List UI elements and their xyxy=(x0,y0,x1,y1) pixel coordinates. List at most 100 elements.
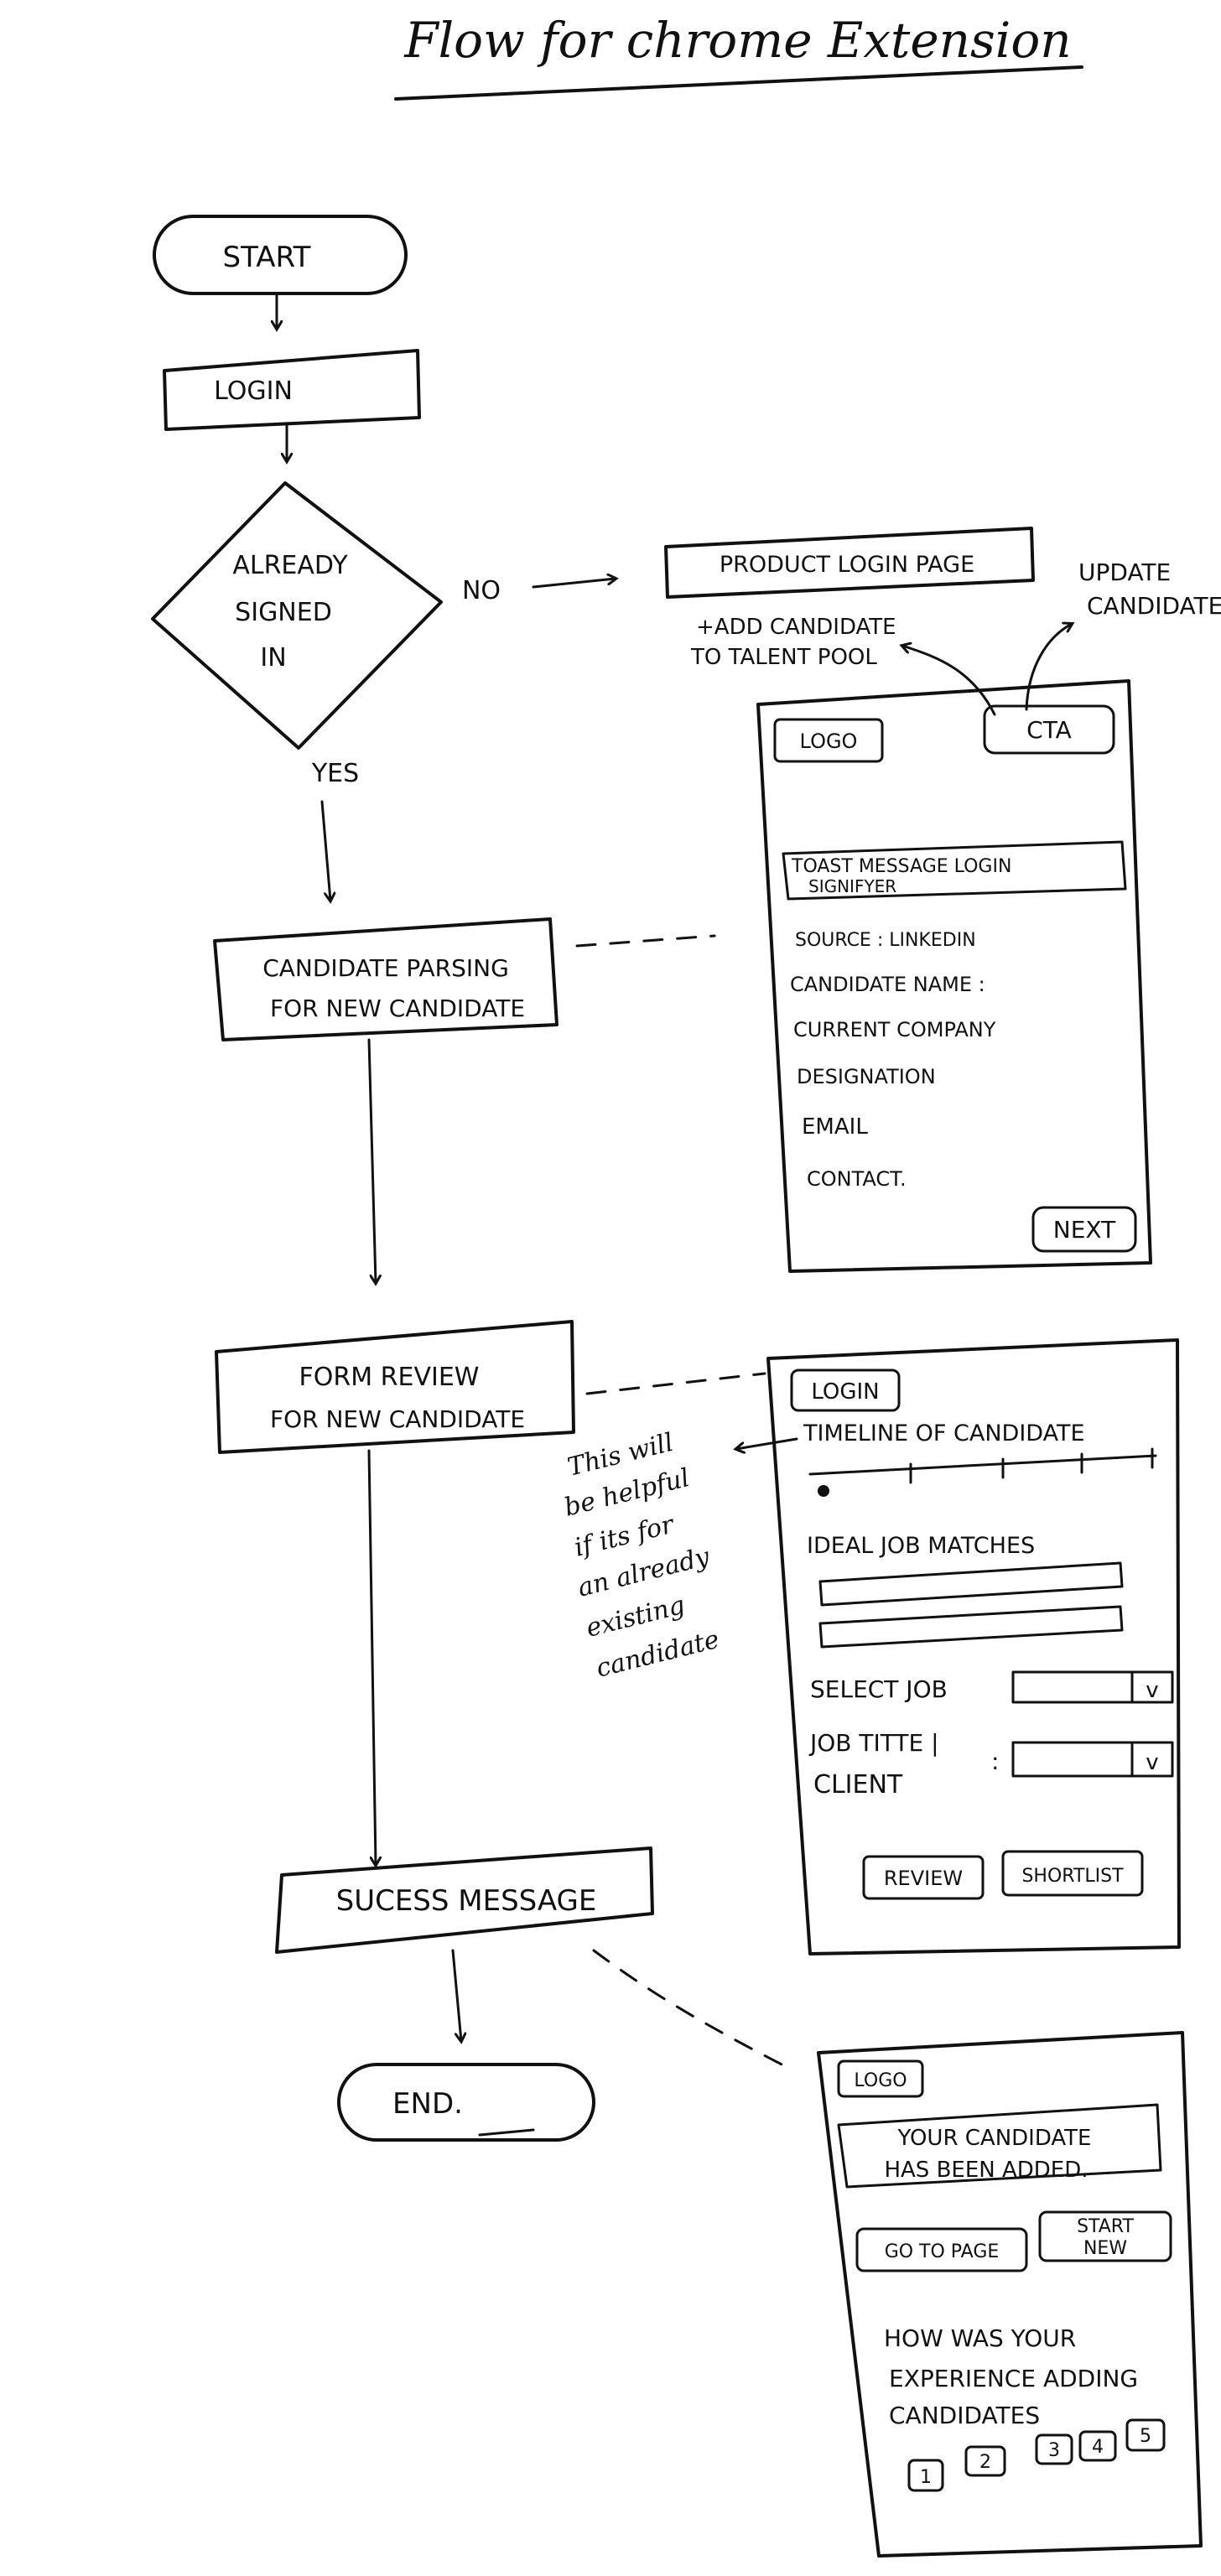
rating-5-button[interactable] xyxy=(1125,2418,1166,2452)
screen2-ideal-job-label: IDEAL JOB MATCHES xyxy=(807,1533,1035,1559)
parsing-line-2: FOR NEW CANDIDATE xyxy=(270,995,525,1022)
screen2-timeline-dot xyxy=(818,1485,829,1497)
add-candidate-annotation-1: +ADD CANDIDATE xyxy=(696,615,896,640)
screen1-toast-line-2: SIGNIFYER xyxy=(808,876,896,896)
form-review-node: FORM REVIEW FOR NEW CANDIDATE xyxy=(215,1320,575,1454)
screen1-field-source: SOURCE : LINKEDIN xyxy=(795,930,976,951)
arrow-no-to-product-login xyxy=(532,579,616,589)
update-candidate-annotation-2: CANDIDATE xyxy=(1087,592,1221,620)
success-message-node: SUCESS MESSAGE xyxy=(275,1846,654,1954)
timeline-note: This will be helpful if its for an alrea… xyxy=(561,1428,722,1684)
screen3-message-line-2: HAS BEEN ADDED. xyxy=(884,2158,1088,2183)
parsing-line-1: CANDIDATE PARSING xyxy=(262,954,509,982)
rating-1-button[interactable] xyxy=(907,2459,944,2492)
arrow-parsing-to-form-review xyxy=(367,1038,376,1283)
yes-label: YES xyxy=(311,759,359,788)
login-label: LOGIN xyxy=(214,377,293,406)
rating-5-label: 5 xyxy=(1140,2426,1151,2447)
title-underline xyxy=(394,65,1083,101)
screen2-shortlist-button[interactable] xyxy=(1001,1850,1144,1897)
screen1-toast-box xyxy=(782,840,1127,901)
dashed-link-success-to-screen3 xyxy=(592,1949,790,2070)
end-node: END. xyxy=(337,2063,595,2142)
screen1-field-designation: DESIGNATION xyxy=(797,1065,936,1088)
screen1-field-email: EMAIL xyxy=(802,1114,868,1140)
dashed-link-form-review-to-screen2 xyxy=(585,1372,766,1395)
screen3-start-new-button[interactable] xyxy=(1038,2210,1172,2262)
screen1-next-label: NEXT xyxy=(1053,1216,1116,1244)
screen3-question-line-1: HOW WAS YOUR xyxy=(884,2324,1076,2352)
screen3-mock: LOGO YOUR CANDIDATE HAS BEEN ADDED. GO T… xyxy=(817,2031,1203,2558)
screen2-login-box[interactable] xyxy=(790,1368,901,1412)
screen2-client-dropdown[interactable] xyxy=(1011,1741,1174,1778)
screen2-job-match-bar-1 xyxy=(818,1561,1124,1607)
screen2-shortlist-label: SHORTLIST xyxy=(1021,1866,1124,1887)
end-label: END. xyxy=(392,2087,463,2121)
screen2-review-label: REVIEW xyxy=(884,1867,963,1890)
form-review-line-2: FOR NEW CANDIDATE xyxy=(270,1405,525,1433)
decision-line-3: IN xyxy=(260,643,286,673)
screen1-cta-label: CTA xyxy=(1026,716,1072,744)
screen2-timeline-line xyxy=(808,1454,1157,1476)
screen3-message-box xyxy=(837,2103,1162,2189)
screen3-go-to-page-button[interactable] xyxy=(855,2227,1028,2272)
screen1-field-contact: CONTACT. xyxy=(807,1167,907,1191)
screen2-timeline-ticks xyxy=(909,1447,1154,1484)
arrow-success-to-end xyxy=(451,1949,461,2041)
candidate-parsing-node: CANDIDATE PARSING FOR NEW CANDIDATE xyxy=(213,917,559,1041)
screen2-select-job-dropdown[interactable] xyxy=(1011,1670,1174,1704)
screen2-login-label: LOGIN xyxy=(811,1379,879,1405)
screen2-select-job-label: SELECT JOB xyxy=(810,1675,948,1703)
screen1-logo-box xyxy=(773,718,884,763)
rating-1-label: 1 xyxy=(920,2467,932,2488)
screen2-job-title-label: JOB TITTE | xyxy=(808,1729,939,1757)
arrow-cta-to-add-candidate xyxy=(902,646,996,716)
rating-3-button[interactable] xyxy=(1035,2433,1073,2465)
screen1-mock: LOGO CTA TOAST MESSAGE LOGIN SIGNIFYER S… xyxy=(756,679,1152,1273)
screen1-toast-line-1: TOAST MESSAGE LOGIN xyxy=(791,856,1011,877)
start-node: START xyxy=(153,215,408,295)
screen3-question-line-3: CANDIDATES xyxy=(889,2402,1040,2429)
screen3-question-line-2: EXPERIENCE ADDING xyxy=(889,2365,1138,2392)
arrow-cta-to-update-candidate xyxy=(1025,624,1072,711)
dashed-link-parsing-to-screen1 xyxy=(575,934,716,948)
form-review-line-1: FORM REVIEW xyxy=(299,1363,480,1392)
screen2-mock: LOGIN TIMELINE OF CANDIDATE IDEAL JOB MA… xyxy=(766,1338,1181,1955)
screen1-next-button[interactable] xyxy=(1031,1206,1137,1253)
login-node: LOGIN xyxy=(163,349,421,431)
rating-4-label: 4 xyxy=(1092,2437,1104,2458)
screen3-logo-box xyxy=(837,2059,924,2098)
already-signed-in-decision: ALREADY SIGNED IN xyxy=(151,481,443,750)
diagram-title: Flow for chrome Extension xyxy=(403,12,1071,69)
screen3-start-new-line-2: NEW xyxy=(1083,2238,1127,2259)
arrow-timeline-to-note xyxy=(736,1437,798,1449)
screen1-field-company: CURRENT COMPANY xyxy=(793,1018,996,1041)
product-login-label: PRODUCT LOGIN PAGE xyxy=(720,552,974,578)
rating-2-label: 2 xyxy=(979,2452,991,2473)
screen3-go-to-page-label: GO TO PAGE xyxy=(885,2241,1000,2262)
screen2-timeline-label: TIMELINE OF CANDIDATE xyxy=(803,1420,1085,1446)
arrow-yes-to-parsing xyxy=(320,800,330,901)
screen1-logo: LOGO xyxy=(800,730,858,753)
rating-4-button[interactable] xyxy=(1078,2430,1117,2462)
decision-line-1: ALREADY xyxy=(232,551,348,580)
screen2-job-match-bar-2 xyxy=(818,1605,1124,1649)
screen3-start-new-line-1: START xyxy=(1077,2216,1134,2237)
rating-2-button[interactable] xyxy=(964,2445,1006,2477)
screen1-field-name: CANDIDATE NAME : xyxy=(790,973,985,996)
svg-text::: : xyxy=(991,1748,999,1775)
no-label: NO xyxy=(462,576,501,605)
screen2-client-label: CLIENT xyxy=(813,1770,903,1800)
update-candidate-annotation-1: UPDATE xyxy=(1078,558,1171,586)
success-message-label: SUCESS MESSAGE xyxy=(336,1884,597,1918)
start-label: START xyxy=(223,241,311,274)
product-login-page-node: PRODUCT LOGIN PAGE xyxy=(664,527,1035,599)
rating-3-label: 3 xyxy=(1048,2440,1060,2461)
screen2-review-button[interactable] xyxy=(862,1855,985,1900)
screen2-client-arrow-icon: v xyxy=(1146,1750,1158,1775)
arrow-form-review-to-success xyxy=(367,1449,376,1865)
screen2-select-job-arrow-icon: v xyxy=(1146,1678,1158,1703)
screen1-cta-button[interactable] xyxy=(983,704,1115,755)
decision-line-2: SIGNED xyxy=(235,598,332,627)
